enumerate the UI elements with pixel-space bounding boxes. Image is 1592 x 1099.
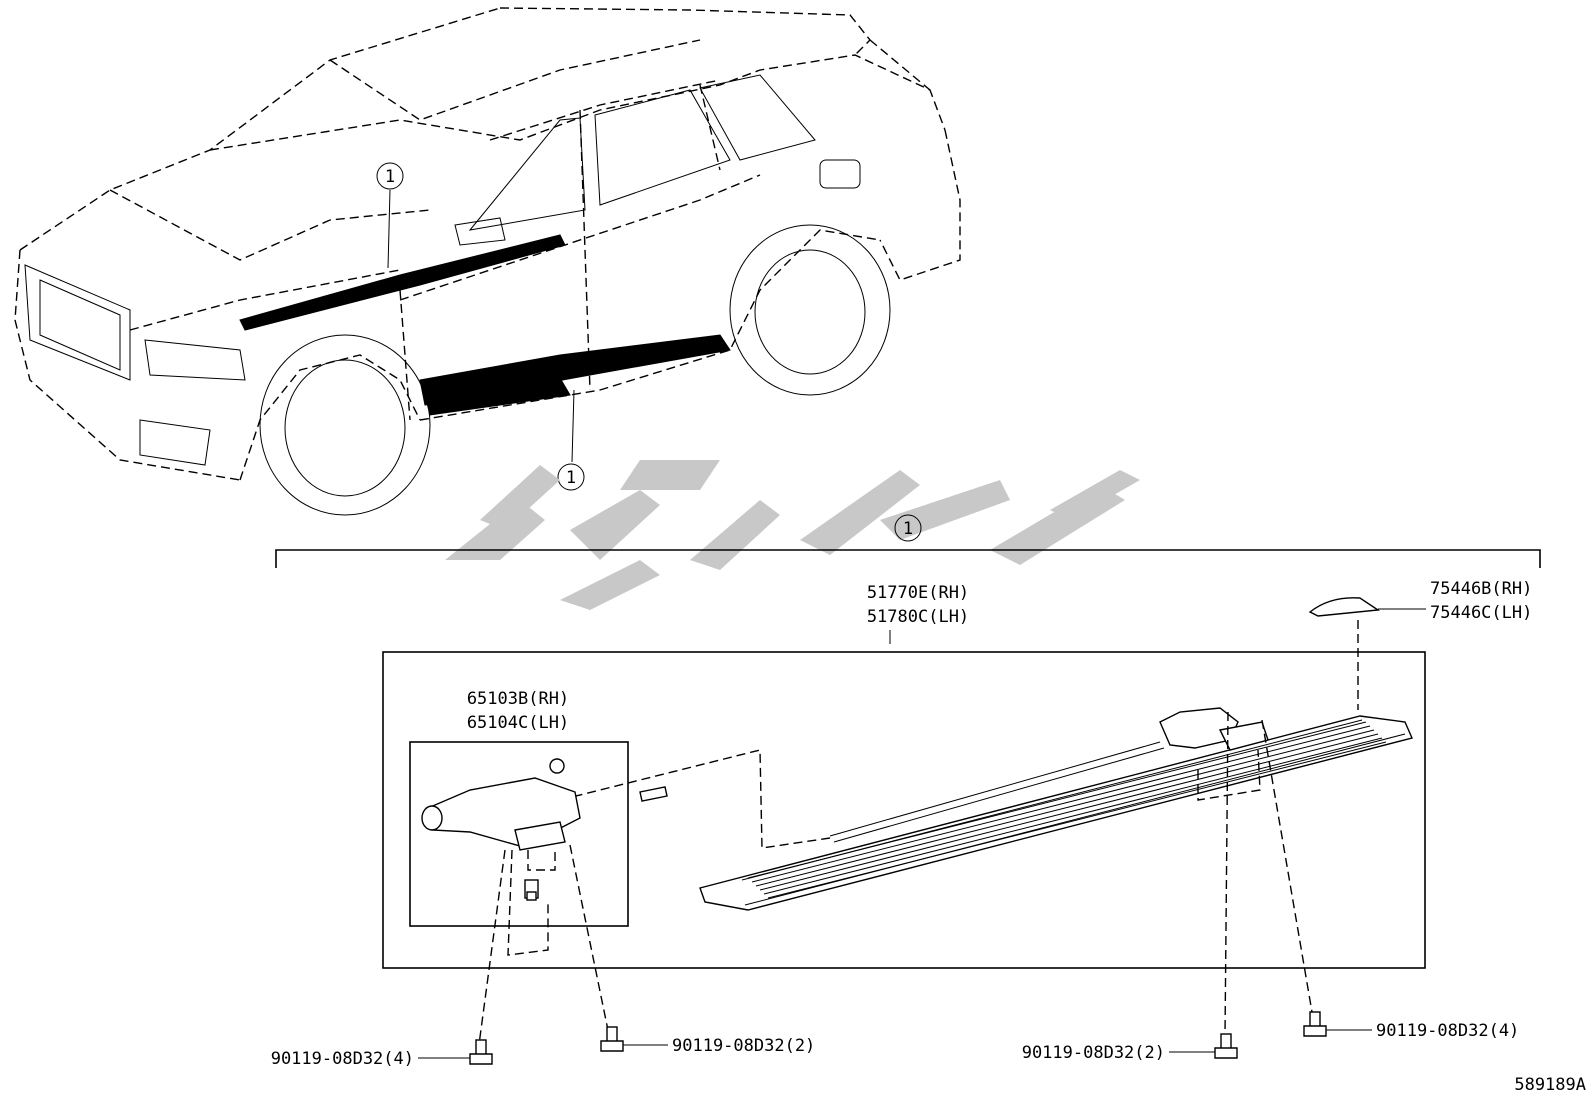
- callout-1-assembly: 1: [903, 519, 913, 539]
- bolt-d-part: [1303, 1011, 1327, 1037]
- label-motor-rh: 65103B(RH): [467, 689, 569, 709]
- label-bolt-a: 90119-08D32(4): [271, 1049, 414, 1069]
- callout-1-bottom: 1: [566, 468, 576, 488]
- label-running-board-lh: 51780C(LH): [867, 607, 969, 627]
- label-running-board-rh: 51770E(RH): [867, 583, 969, 603]
- vehicle-illustration: 1 1: [14, 7, 961, 516]
- label-bolt-b: 90119-08D32(2): [672, 1036, 815, 1056]
- label-bolt-d: 90119-08D32(4): [1376, 1021, 1519, 1041]
- motor-subassembly-frame: [409, 741, 629, 927]
- running-board-part: [639, 707, 1413, 911]
- bolt-b-part: [600, 1026, 624, 1052]
- end-cap-part: [1308, 597, 1381, 617]
- bolt-a-part: [469, 1039, 493, 1065]
- label-end-cap-rh: 75446B(RH): [1430, 579, 1532, 599]
- motor-part: [421, 758, 581, 901]
- bolt-c-part: [1214, 1033, 1238, 1059]
- label-bolt-c: 90119-08D32(2): [1022, 1043, 1165, 1063]
- diagram-id: 589189A: [1514, 1075, 1586, 1095]
- assembly-bracket: 1: [275, 514, 1541, 568]
- running-board-assembly-frame: [382, 651, 1426, 969]
- watermark-logo: [445, 460, 1140, 610]
- label-motor-lh: 65104C(LH): [467, 713, 569, 733]
- label-end-cap-lh: 75446C(LH): [1430, 603, 1532, 623]
- callout-1-top: 1: [385, 167, 395, 187]
